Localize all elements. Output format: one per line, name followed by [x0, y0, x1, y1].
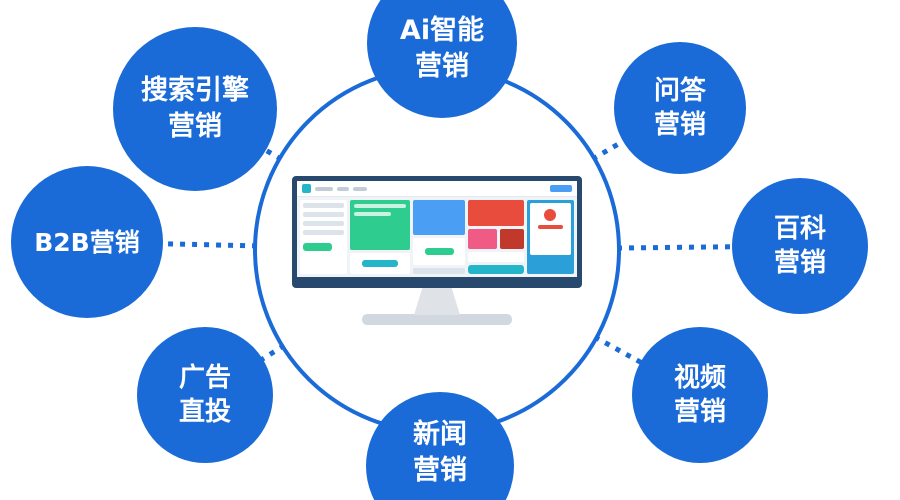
node-ad-direct: 广告 直投 [137, 327, 273, 463]
node-search-engine-marketing: 搜索引擎 营销 [113, 27, 277, 191]
node-baike-marketing: 百科 营销 [732, 178, 868, 314]
dashboard-list-panel [300, 200, 348, 274]
monitor-stand-base [362, 314, 512, 325]
nav-action-button [550, 185, 572, 192]
white-card [468, 252, 524, 262]
nav-menu-item [353, 186, 367, 191]
dashboard-logo [302, 184, 311, 193]
green-pill [303, 243, 332, 251]
monitor [292, 176, 582, 325]
tile-pink [468, 229, 498, 249]
node-ai-marketing: Ai智能 营销 [367, 0, 517, 118]
card-teal-button [350, 253, 411, 274]
monitor-screen [292, 176, 582, 288]
side-panel [526, 200, 574, 274]
tile-red [468, 200, 524, 226]
tile-crimson [500, 229, 524, 249]
tile-green [350, 200, 411, 250]
node-b2b-marketing: B2B营销 [11, 166, 163, 318]
teal-wide-button [468, 265, 524, 274]
red-badge [544, 209, 557, 221]
gray-bar [413, 268, 466, 274]
screen-navbar [297, 181, 577, 197]
nav-menu-item [315, 186, 333, 191]
card-green-button [413, 238, 466, 265]
node-video-marketing: 视频 营销 [632, 327, 768, 463]
nav-menu-item [337, 186, 349, 191]
node-news-marketing: 新闻 营销 [366, 392, 514, 500]
monitor-stand-neck [414, 288, 460, 315]
node-qa-marketing: 问答 营销 [614, 42, 746, 174]
tile-blue [413, 200, 466, 236]
dashboard-content [297, 197, 577, 277]
side-panel-card [529, 203, 571, 255]
